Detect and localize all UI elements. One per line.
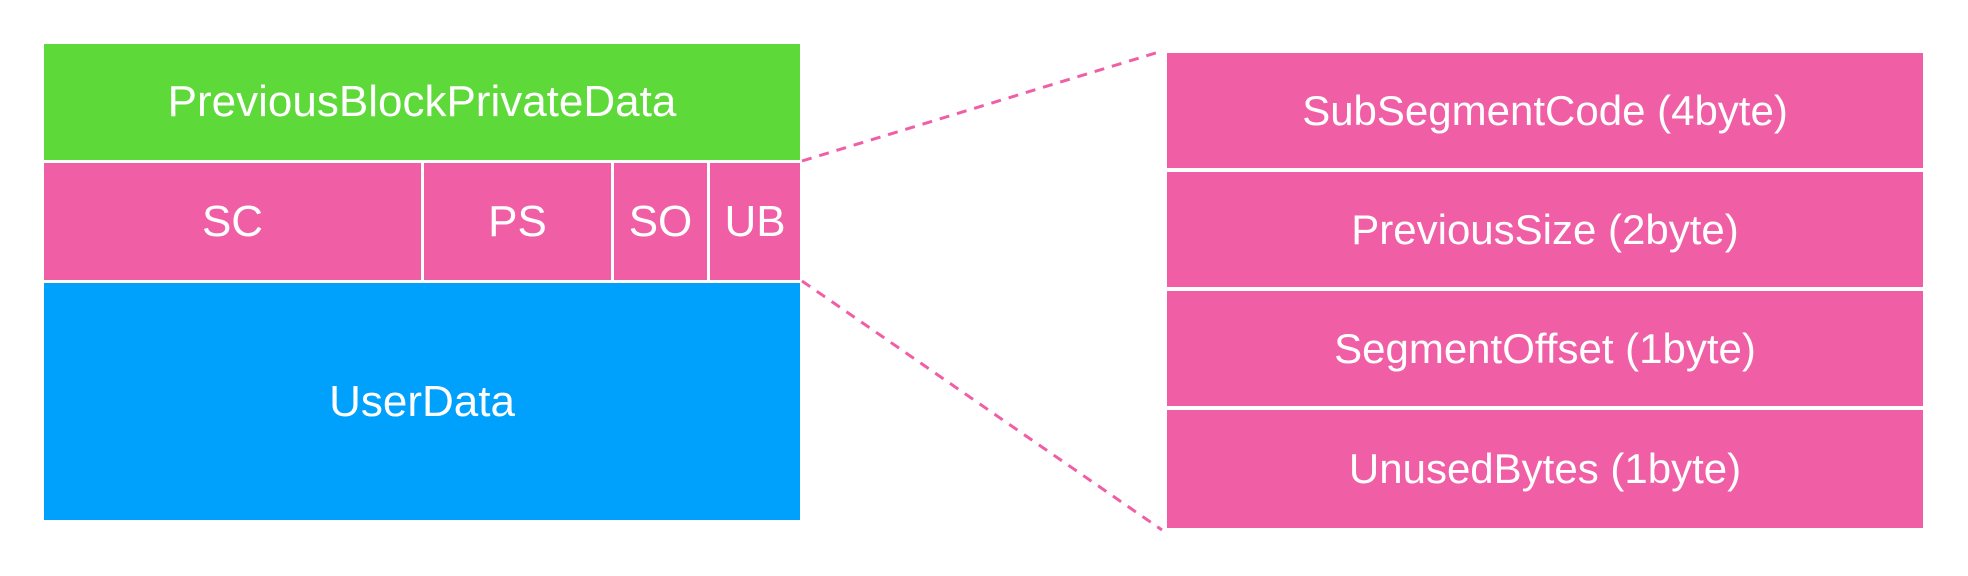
- sc-field-label: SC: [201, 196, 264, 246]
- segment-offset-label: SegmentOffset (1byte): [1334, 324, 1756, 372]
- previous-block-private-data-label: PreviousBlockPrivateData: [167, 77, 677, 126]
- user-data-box: UserData: [44, 283, 800, 520]
- ps-field-box: PS: [424, 163, 611, 280]
- ub-field-label: UB: [724, 196, 786, 246]
- previous-block-private-data-box: PreviousBlockPrivateData: [44, 44, 800, 160]
- ub-field-box: UB: [710, 163, 800, 280]
- so-field-box: SO: [614, 163, 707, 280]
- unused-bytes-label: UnusedBytes (1byte): [1348, 445, 1742, 492]
- previous-size-box: PreviousSize (2byte): [1167, 172, 1923, 287]
- user-data-label: UserData: [329, 376, 515, 426]
- sc-field-box: SC: [44, 163, 421, 280]
- lower-dashed-connector: [801, 279, 1163, 532]
- unused-bytes-box: UnusedBytes (1byte): [1167, 410, 1923, 528]
- sub-segment-code-label: SubSegmentCode (4byte): [1302, 86, 1788, 134]
- so-field-label: SO: [628, 196, 693, 246]
- upper-dashed-connector: [801, 49, 1163, 163]
- segment-offset-box: SegmentOffset (1byte): [1167, 291, 1923, 406]
- ps-field-label: PS: [488, 196, 547, 246]
- sub-segment-code-box: SubSegmentCode (4byte): [1167, 53, 1923, 168]
- previous-size-label: PreviousSize (2byte): [1351, 205, 1739, 253]
